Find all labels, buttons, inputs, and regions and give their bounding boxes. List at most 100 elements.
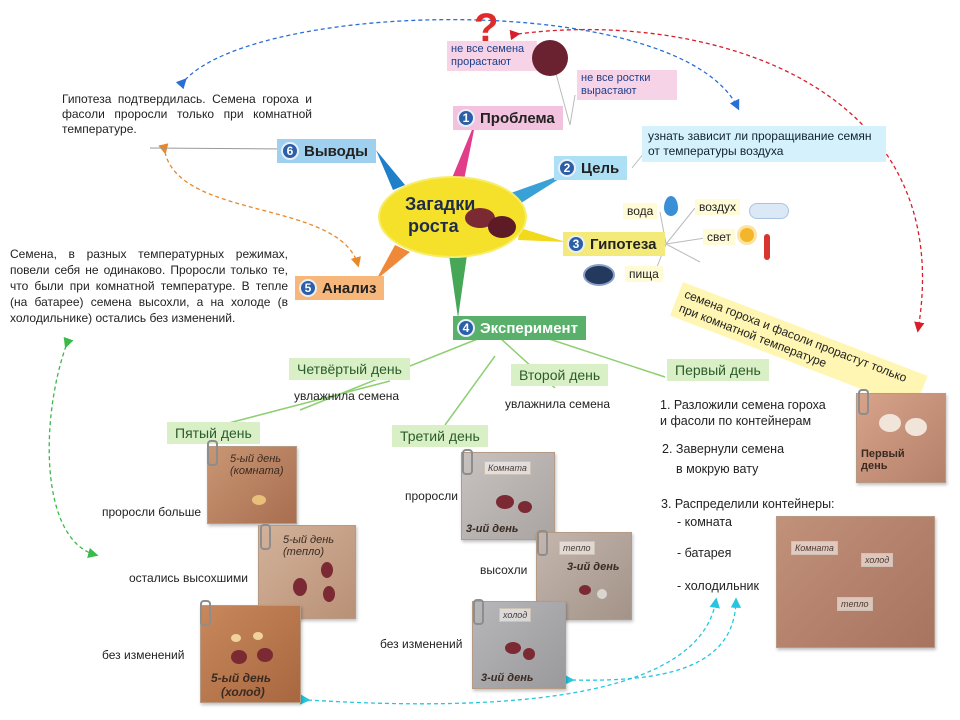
plate-icon xyxy=(583,264,615,286)
photo-caption: 5-ый день xyxy=(211,671,272,685)
branch-number-badge: 5 xyxy=(299,279,317,297)
bean-shape xyxy=(523,648,535,660)
bean-shape xyxy=(231,650,247,664)
bean-shape xyxy=(253,632,263,640)
bean-shape xyxy=(496,495,514,509)
fifth-day-label[interactable]: Пятый день xyxy=(167,422,260,444)
fifth-result-dried: остались высохшими xyxy=(127,571,250,586)
green-dashed-arrow xyxy=(48,336,99,558)
paper-clip-icon xyxy=(858,389,869,415)
conclusions-text: Гипотеза подтвердилась. Семена гороха и … xyxy=(62,92,312,136)
branch-experiment[interactable]: 4 Эксперимент xyxy=(453,316,586,340)
branch-conclusions-label: Выводы xyxy=(304,142,368,160)
problem-note-2: не все ростки вырастают xyxy=(577,70,677,100)
container-tag: Комната xyxy=(791,541,838,555)
branch-problem-label: Проблема xyxy=(480,109,555,127)
branch-hypothesis[interactable]: 3 Гипотеза xyxy=(563,232,665,256)
bean-shape xyxy=(323,586,335,602)
first-day-place-room: - комната xyxy=(677,515,732,529)
photo-caption: (холод) xyxy=(221,685,265,699)
analysis-text: Семена, в разных температурных режимах, … xyxy=(10,247,288,325)
fourth-day-label[interactable]: Четвёртый день xyxy=(289,358,410,380)
photo-third-room: Комната 3-ий день xyxy=(461,452,555,540)
photo-third-warm: тепло 3-ий день xyxy=(536,532,632,620)
paper-clip-icon xyxy=(207,440,218,466)
first-day-label[interactable]: Первый день xyxy=(667,359,769,381)
paper-clip-icon xyxy=(260,524,271,550)
center-node[interactable]: Загадки роста xyxy=(380,178,525,256)
experiment-spike xyxy=(448,248,468,318)
photo-caption: 3-ий день xyxy=(481,672,534,684)
cloud-icon xyxy=(749,203,789,219)
branch-problem[interactable]: 1 Проблема xyxy=(453,106,563,130)
fourth-day-note: увлажнила семена xyxy=(294,389,400,403)
water-drop-icon xyxy=(664,196,678,216)
container-tag: Комната xyxy=(484,461,531,475)
photo-fifth-cold: 5-ый день (холод) xyxy=(200,605,301,703)
bean-shape xyxy=(321,562,333,578)
paper-clip-icon xyxy=(200,600,211,626)
branch-goal-label: Цель xyxy=(581,159,620,177)
container-tag: тепло xyxy=(559,541,595,555)
branch-hypothesis-label: Гипотеза xyxy=(590,235,657,253)
third-result-dried: высохли xyxy=(478,563,530,578)
branch-number-badge: 1 xyxy=(457,109,475,127)
red-dashed-arrow xyxy=(509,28,925,333)
bean-shape xyxy=(293,578,307,596)
goal-text: узнать зависит ли проращивание семян от … xyxy=(642,126,886,162)
center-bean-1 xyxy=(465,208,495,228)
first-day-place-battery: - батарея xyxy=(677,546,732,560)
bean-shape xyxy=(879,414,901,432)
third-result-unchanged: без изменений xyxy=(378,637,465,652)
container-tag: холод xyxy=(861,553,894,567)
first-day-step3: 3. Распределили контейнеры: xyxy=(661,497,835,511)
branch-goal[interactable]: 2 Цель xyxy=(554,156,628,180)
bean-shape xyxy=(905,418,927,436)
container-tag: холод xyxy=(499,608,532,622)
third-day-label[interactable]: Третий день xyxy=(392,425,488,447)
branch-number-badge: 6 xyxy=(281,142,299,160)
photo-caption: 3-ий день xyxy=(466,523,519,535)
photo-third-cold: холод 3-ий день xyxy=(472,601,566,689)
photo-first-day: Первый день xyxy=(856,393,946,483)
photo-containers: Комната холод тепло xyxy=(776,516,935,648)
branch-analysis[interactable]: 5 Анализ xyxy=(295,276,385,300)
conclusions-spike xyxy=(376,150,405,190)
first-day-step1-line1: 1. Разложили семена гороха xyxy=(660,398,826,412)
fifth-result-sprouted-more: проросли больше xyxy=(100,505,204,520)
photo-caption: 3-ий день xyxy=(567,561,620,573)
photo-fifth-warm: 5-ый день (тепло) xyxy=(258,525,356,619)
bean-shape xyxy=(231,634,241,642)
hypothesis-food-label: пища xyxy=(625,266,663,282)
branch-analysis-label: Анализ xyxy=(322,279,377,297)
photo-fifth-room: 5-ый день (комната) xyxy=(207,446,297,524)
bean-shape xyxy=(518,501,532,513)
hypothesis-water-label: вода xyxy=(623,203,658,219)
problem-note-1: не все семена прорастают xyxy=(447,41,537,71)
hypothesis-air-label: воздух xyxy=(695,199,741,215)
analysis-spike xyxy=(376,245,410,280)
bean-shape xyxy=(597,589,607,599)
bean-shape xyxy=(257,648,273,662)
first-day-place-fridge: - холодильник xyxy=(677,579,759,593)
paper-clip-icon xyxy=(537,530,548,556)
first-day-step2-line1: 2. Завернули семена xyxy=(662,442,785,456)
center-title-line2: роста xyxy=(408,216,459,236)
sun-icon xyxy=(740,228,754,242)
branch-number-badge: 3 xyxy=(567,235,585,253)
bean-shape xyxy=(252,495,266,505)
container-tag: тепло xyxy=(837,597,873,611)
branch-conclusions[interactable]: 6 Выводы xyxy=(277,139,376,163)
bean-shape xyxy=(579,585,591,595)
second-day-label[interactable]: Второй день xyxy=(511,364,609,386)
fifth-result-unchanged: без изменений xyxy=(100,648,187,663)
third-result-sprouted: проросли xyxy=(405,489,458,503)
hypothesis-spike xyxy=(518,228,566,242)
second-day-note: увлажнила семена xyxy=(505,397,611,411)
branch-number-badge: 2 xyxy=(558,159,576,177)
branch-experiment-label: Эксперимент xyxy=(480,319,578,337)
branch-number-badge: 4 xyxy=(457,319,475,337)
first-day-step2-line2: в мокрую вату xyxy=(676,462,759,476)
first-day-step1-line2: и фасоли по контейнерам xyxy=(660,414,812,428)
thermometer-icon xyxy=(764,234,770,260)
